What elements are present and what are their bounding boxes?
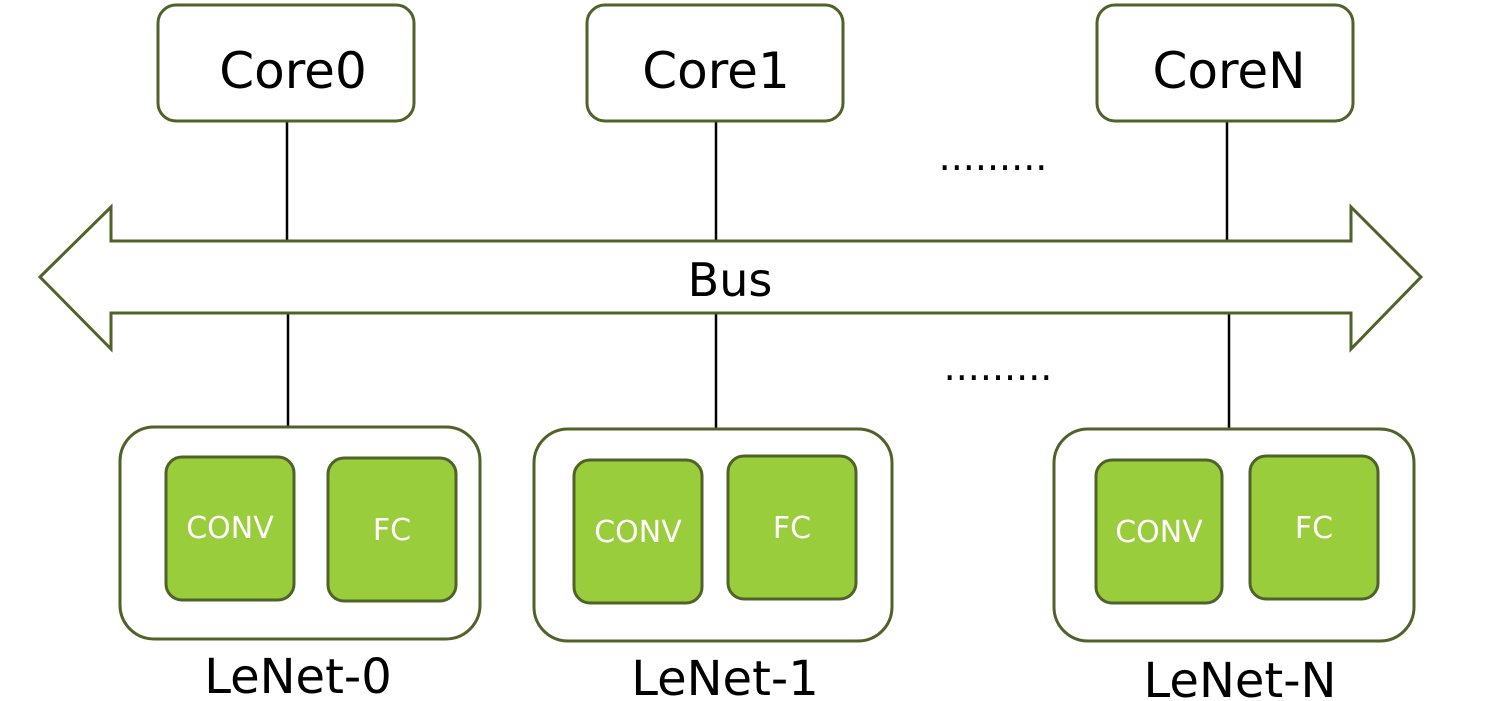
conv-label: CONV [594,515,682,550]
core-label: CoreN [1152,42,1305,100]
core-box [585,3,845,123]
core-box [1095,3,1355,123]
core-node-0: Core0 [156,3,416,123]
lenet-node-1: CONV FC LeNet-1 [532,427,894,701]
core-label: Core1 [642,42,790,100]
conv-module [164,455,296,602]
conv-module [1094,458,1224,605]
bus-double-arrow [37,203,1424,353]
lenet-label: LeNet-1 [631,651,819,701]
fc-label: FC [373,513,411,548]
conv-module [572,458,704,605]
lenet-node-n: CONV FC LeNet-N [1052,427,1416,701]
bus-label: Bus [688,253,773,307]
fc-label: FC [1295,511,1333,546]
lenets-ellipsis: ......... [944,345,1053,389]
fc-module [1248,454,1380,601]
fc-module [726,454,858,601]
core-node-n: CoreN [1095,3,1355,123]
lenet-label: LeNet-N [1144,653,1337,701]
core-box [156,3,416,123]
core-node-1: Core1 [585,3,845,123]
conv-label: CONV [1115,515,1203,550]
conv-label: CONV [186,511,274,546]
lenet-label: LeNet-0 [204,649,392,701]
cores-ellipsis: ......... [939,135,1048,179]
bus: Bus [37,203,1424,353]
lenet-node-0: CONV FC LeNet-0 [118,425,482,701]
fc-label: FC [773,511,811,546]
core-label: Core0 [219,42,367,100]
fc-module [326,456,458,603]
